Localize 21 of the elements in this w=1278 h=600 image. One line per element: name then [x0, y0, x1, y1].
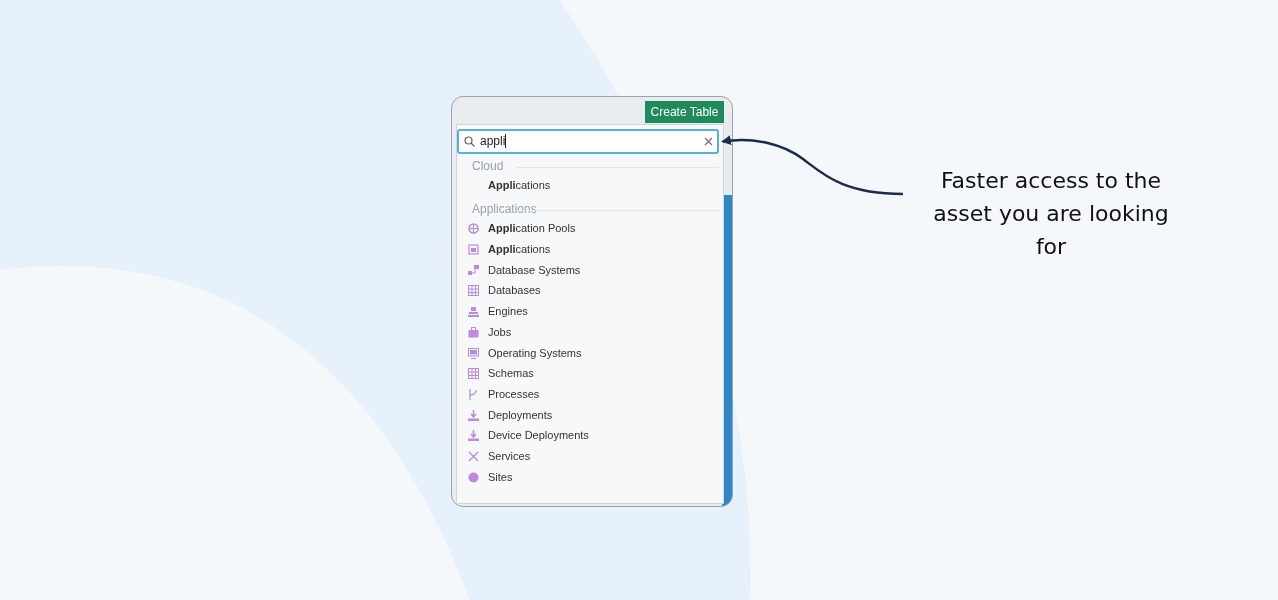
callout-text: Faster access to the asset you are looking for — [915, 164, 1187, 263]
menu-item: Services — [488, 450, 531, 462]
menu-item: Processes — [488, 388, 540, 400]
menu-item: Engines — [488, 305, 528, 317]
arrow — [721, 135, 904, 196]
menu-item: Schemas — [488, 367, 534, 379]
menu-item: Deployments — [488, 409, 553, 421]
search-field — [457, 129, 719, 154]
section-heading: Cloud — [472, 159, 504, 173]
menu-item: Applications — [488, 243, 551, 255]
menu-item: Sites — [488, 471, 513, 483]
menu-item: Jobs — [488, 326, 512, 338]
menu-item: Databases — [488, 284, 541, 296]
menu-item: Database Systems — [488, 264, 581, 276]
search-query: appli — [480, 134, 507, 148]
menu-item: Applications — [488, 179, 551, 191]
menu-item: Device Deployments — [488, 429, 589, 441]
menu-item: Operating Systems — [488, 347, 582, 359]
create-table-button: Create Table — [645, 101, 724, 123]
menu-item: Application Pools — [488, 222, 576, 234]
section-heading: Applications — [472, 202, 537, 216]
